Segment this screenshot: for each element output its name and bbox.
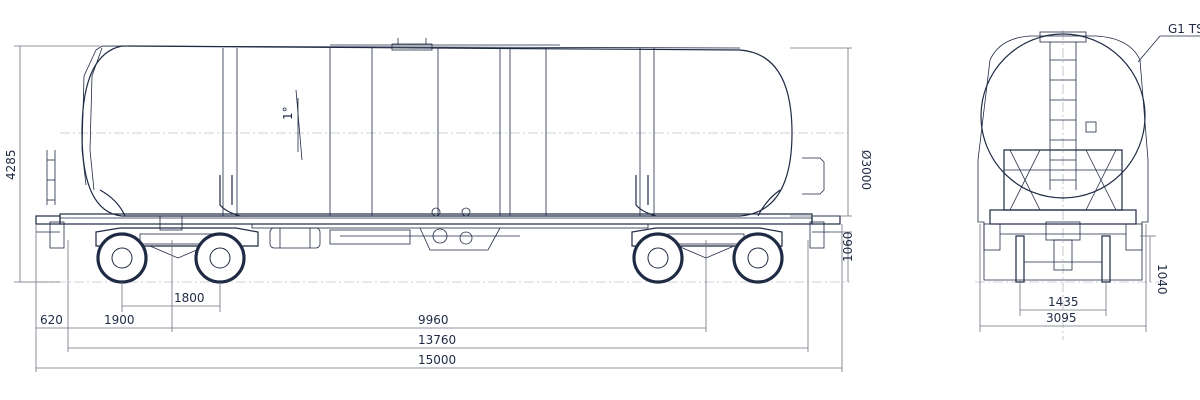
end-ladder-left bbox=[46, 47, 103, 205]
dim-width-total-label: 3095 bbox=[1046, 311, 1077, 325]
end-frame bbox=[983, 209, 1143, 271]
tank-dome bbox=[330, 38, 560, 51]
saddle-left-inner bbox=[219, 175, 241, 217]
gauge-outline bbox=[977, 35, 1149, 281]
end-handrail-right bbox=[802, 157, 825, 195]
end-view: G1 TSI 1040 1435 3095 bbox=[975, 22, 1200, 340]
angle-label: 1° bbox=[281, 106, 295, 120]
angle-line bbox=[295, 89, 303, 161]
dim-coupler-height-side-label: 1060 bbox=[841, 231, 855, 262]
dim-tank-diameter: Ø3000 bbox=[790, 47, 873, 217]
end-dome bbox=[1039, 31, 1087, 43]
dim-axle-to-pivot-label: 1900 bbox=[104, 313, 135, 327]
g1tsi-leader bbox=[1137, 35, 1161, 63]
tank-top-seam bbox=[95, 45, 741, 51]
dim-height-total: 4285 bbox=[4, 45, 100, 283]
dim-coupler-height-end: 1040 bbox=[1140, 235, 1169, 295]
dim-end-offset-label: 620 bbox=[40, 313, 63, 327]
tank-body bbox=[81, 45, 793, 217]
bogie-right bbox=[631, 227, 784, 284]
saddle-right bbox=[757, 189, 781, 217]
dim-pivot-distance-label: 9960 bbox=[418, 313, 449, 327]
dim-coupler-height-side: 1060 bbox=[830, 231, 855, 282]
tank-straps bbox=[222, 48, 655, 216]
bogie-left bbox=[95, 227, 259, 284]
end-plate bbox=[1085, 121, 1097, 133]
dim-height-total-label: 4285 bbox=[4, 149, 18, 180]
brake-equipment bbox=[269, 227, 520, 249]
dim-tank-diameter-label: Ø3000 bbox=[859, 150, 873, 190]
saddle-right-inner bbox=[635, 175, 657, 217]
tank-end-circle bbox=[980, 33, 1146, 199]
dim-bogie-wheelbase-label: 1800 bbox=[174, 291, 205, 305]
extension-lines bbox=[35, 224, 843, 372]
dim-length-frame-label: 13760 bbox=[418, 333, 456, 347]
dim-track-gauge-label: 1435 bbox=[1048, 295, 1079, 309]
dim-coupler-height-end-label: 1040 bbox=[1155, 264, 1169, 295]
couplers bbox=[36, 221, 842, 249]
end-ladder bbox=[1049, 42, 1077, 190]
saddle-left bbox=[99, 189, 126, 217]
g1tsi-label: G1 TSI bbox=[1168, 22, 1200, 36]
side-view: 1° 4285 Ø3000 1060 bbox=[4, 38, 873, 372]
dim-length-over-buffers-label: 15000 bbox=[418, 353, 456, 367]
underframe bbox=[35, 207, 841, 251]
